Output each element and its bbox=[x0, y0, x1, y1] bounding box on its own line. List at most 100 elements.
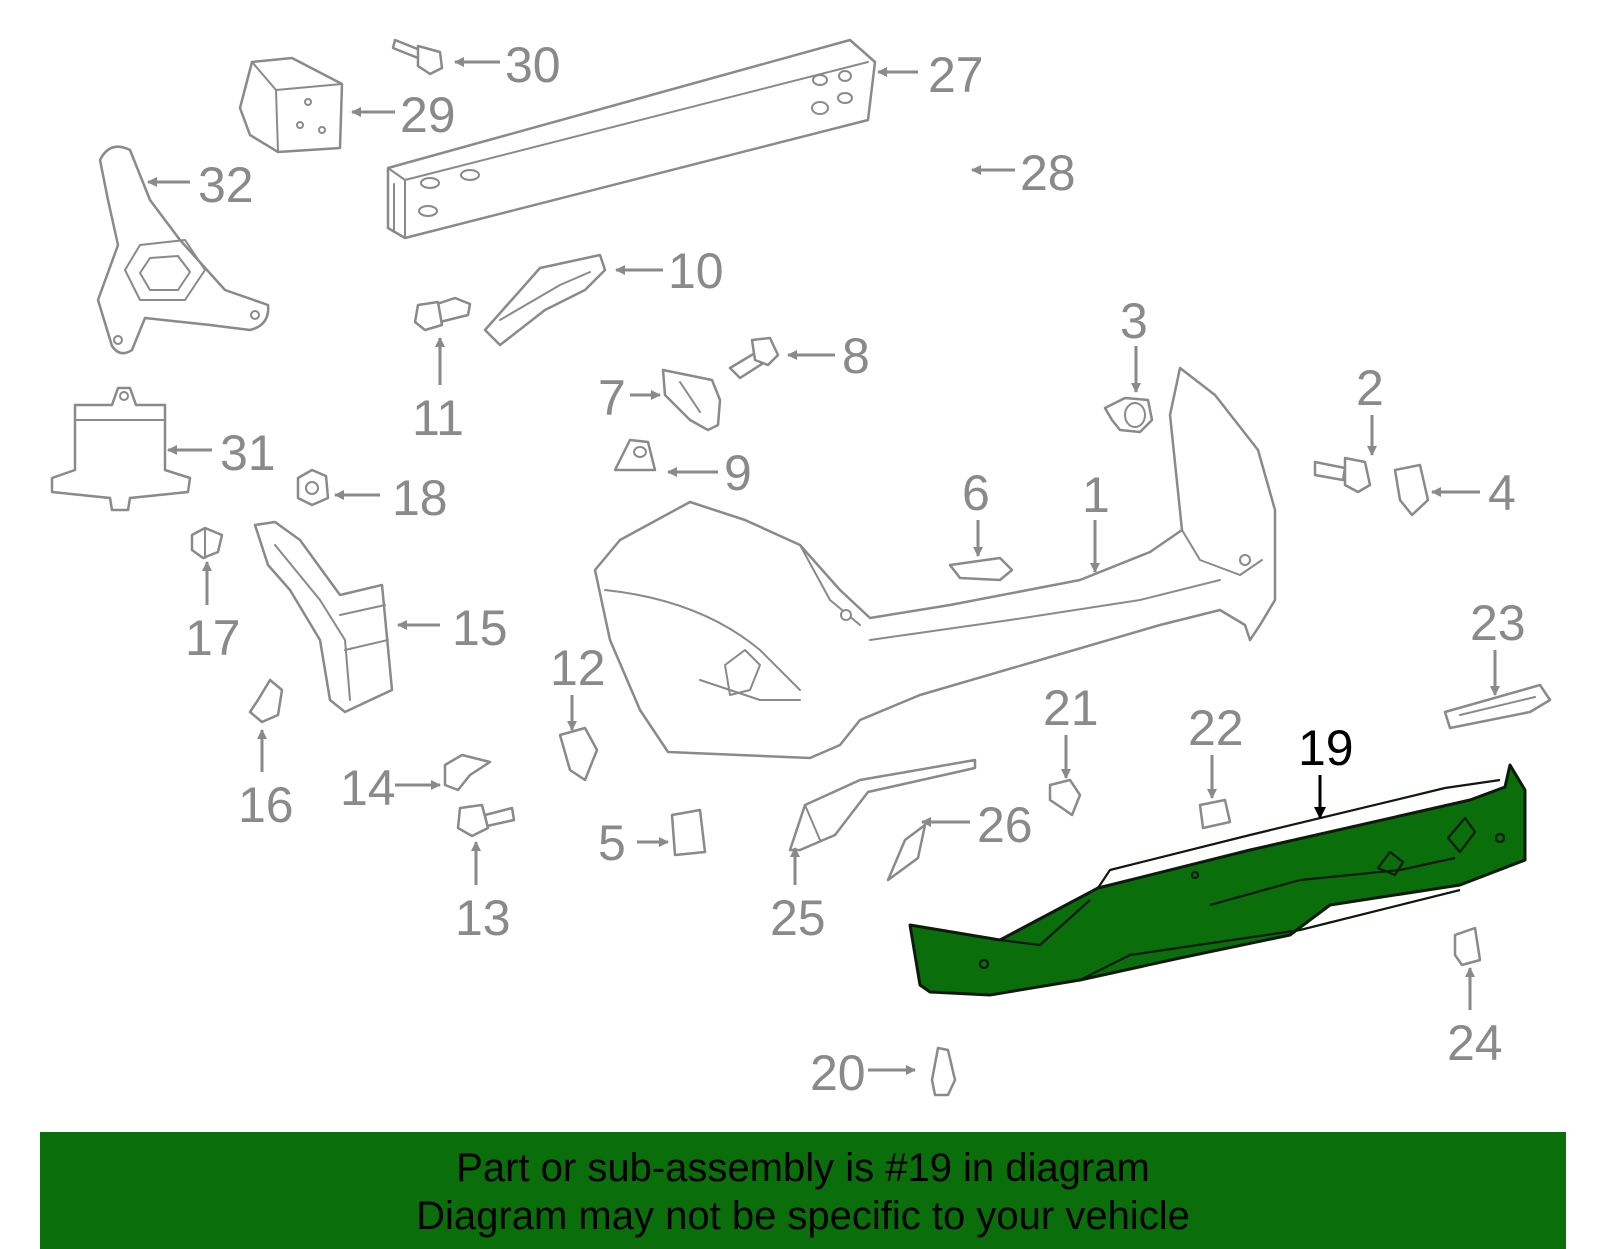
part-2-bolt bbox=[1313, 456, 1372, 494]
callout-20: 20 bbox=[810, 1045, 916, 1101]
callout-25: 25 bbox=[770, 847, 826, 946]
part-1-bumper-cover bbox=[593, 366, 1277, 760]
part-29-bracket bbox=[238, 56, 344, 154]
part-20-clip bbox=[930, 1046, 957, 1097]
part-10-bracket bbox=[483, 253, 607, 347]
svg-text:3: 3 bbox=[1120, 293, 1148, 349]
part-11-bolt bbox=[413, 296, 472, 332]
part-5-pad bbox=[670, 808, 707, 857]
part-18-nut bbox=[296, 468, 330, 507]
svg-text:20: 20 bbox=[810, 1045, 866, 1101]
callout-labels: 1 2 3 4 5 6 7 8 9 10 11 12 13 14 15 16 1… bbox=[147, 37, 1526, 1101]
callout-9: 9 bbox=[667, 445, 752, 501]
svg-text:2: 2 bbox=[1356, 360, 1384, 416]
svg-text:14: 14 bbox=[340, 760, 396, 816]
part-4-cap bbox=[1393, 463, 1430, 517]
svg-text:28: 28 bbox=[1020, 145, 1076, 201]
callout-5: 5 bbox=[598, 815, 669, 871]
callout-28: 28 bbox=[971, 145, 1076, 201]
callout-6: 6 bbox=[962, 465, 990, 557]
callout-31: 31 bbox=[167, 425, 276, 481]
callout-30: 30 bbox=[454, 37, 561, 93]
svg-text:21: 21 bbox=[1043, 680, 1099, 736]
part-7-bracket bbox=[661, 368, 722, 432]
svg-text:1: 1 bbox=[1082, 467, 1110, 523]
svg-text:27: 27 bbox=[928, 47, 984, 103]
banner-part-note: Part or sub-assembly is #19 in diagram bbox=[456, 1146, 1150, 1190]
callout-7: 7 bbox=[598, 370, 661, 426]
svg-text:17: 17 bbox=[185, 610, 241, 666]
svg-text:6: 6 bbox=[962, 465, 990, 521]
info-banner: Part or sub-assembly is #19 in diagram D… bbox=[40, 1132, 1566, 1249]
svg-text:15: 15 bbox=[452, 600, 508, 656]
part-19-lower-cover bbox=[908, 763, 1527, 997]
callout-11: 11 bbox=[412, 337, 464, 446]
callout-24: 24 bbox=[1447, 967, 1503, 1071]
callout-22: 22 bbox=[1188, 700, 1244, 799]
part-21-clip bbox=[1048, 778, 1082, 817]
svg-text:9: 9 bbox=[724, 445, 752, 501]
callout-1: 1 bbox=[1082, 467, 1110, 573]
svg-text:5: 5 bbox=[598, 815, 626, 871]
svg-text:25: 25 bbox=[770, 890, 826, 946]
callout-26: 26 bbox=[921, 797, 1033, 853]
callout-21: 21 bbox=[1043, 680, 1099, 779]
callout-8: 8 bbox=[787, 328, 870, 384]
callout-27: 27 bbox=[877, 47, 984, 103]
part-12-clip bbox=[558, 726, 599, 782]
svg-text:29: 29 bbox=[400, 87, 456, 143]
part-27-bumper-reinforcement bbox=[386, 38, 877, 240]
callout-32: 32 bbox=[147, 157, 254, 213]
banner-disclaimer: Diagram may not be specific to your vehi… bbox=[416, 1194, 1190, 1238]
callout-17: 17 bbox=[185, 561, 241, 666]
part-24-cap bbox=[1453, 926, 1482, 967]
svg-text:8: 8 bbox=[842, 328, 870, 384]
part-14-clip bbox=[443, 753, 492, 792]
callout-18: 18 bbox=[334, 470, 448, 526]
part-31-sensor-module bbox=[50, 386, 192, 512]
svg-text:31: 31 bbox=[220, 425, 276, 481]
part-17-clip bbox=[190, 526, 224, 560]
part-9-nut bbox=[613, 438, 657, 472]
callout-12: 12 bbox=[550, 640, 606, 731]
part-26-reflector bbox=[886, 823, 927, 882]
svg-text:10: 10 bbox=[668, 243, 724, 299]
part-15-bracket bbox=[253, 520, 394, 714]
callout-4: 4 bbox=[1431, 465, 1516, 521]
svg-text:18: 18 bbox=[392, 470, 448, 526]
svg-text:24: 24 bbox=[1447, 1015, 1503, 1071]
svg-text:26: 26 bbox=[977, 797, 1033, 853]
callout-29: 29 bbox=[351, 87, 456, 143]
callout-19: 19 bbox=[1298, 720, 1354, 819]
callout-16: 16 bbox=[238, 729, 294, 833]
part-30-bolt bbox=[391, 38, 444, 76]
svg-text:23: 23 bbox=[1470, 595, 1526, 651]
svg-text:32: 32 bbox=[198, 157, 254, 213]
svg-text:30: 30 bbox=[505, 37, 561, 93]
part-8-bolt bbox=[728, 336, 780, 380]
part-13-bolt bbox=[456, 803, 516, 838]
callout-10: 10 bbox=[615, 243, 724, 299]
callout-14: 14 bbox=[340, 760, 441, 816]
svg-text:12: 12 bbox=[550, 640, 606, 696]
svg-text:16: 16 bbox=[238, 777, 294, 833]
part-3-grommet bbox=[1103, 396, 1154, 434]
svg-text:22: 22 bbox=[1188, 700, 1244, 756]
callout-15: 15 bbox=[397, 600, 508, 656]
callout-23: 23 bbox=[1470, 595, 1526, 696]
svg-text:13: 13 bbox=[455, 890, 511, 946]
callout-13: 13 bbox=[455, 841, 511, 946]
part-32-bracket bbox=[96, 145, 270, 355]
svg-text:11: 11 bbox=[412, 390, 464, 446]
svg-text:4: 4 bbox=[1488, 465, 1516, 521]
part-25-bracket bbox=[788, 758, 977, 852]
part-16-clip bbox=[248, 678, 284, 724]
svg-text:7: 7 bbox=[598, 370, 626, 426]
part-6-reflector bbox=[948, 556, 1014, 582]
part-22-pad bbox=[1198, 798, 1232, 830]
callout-3: 3 bbox=[1120, 293, 1148, 393]
callout-2: 2 bbox=[1356, 360, 1384, 456]
svg-text:19: 19 bbox=[1298, 720, 1354, 776]
part-23-reflector bbox=[1443, 683, 1552, 730]
